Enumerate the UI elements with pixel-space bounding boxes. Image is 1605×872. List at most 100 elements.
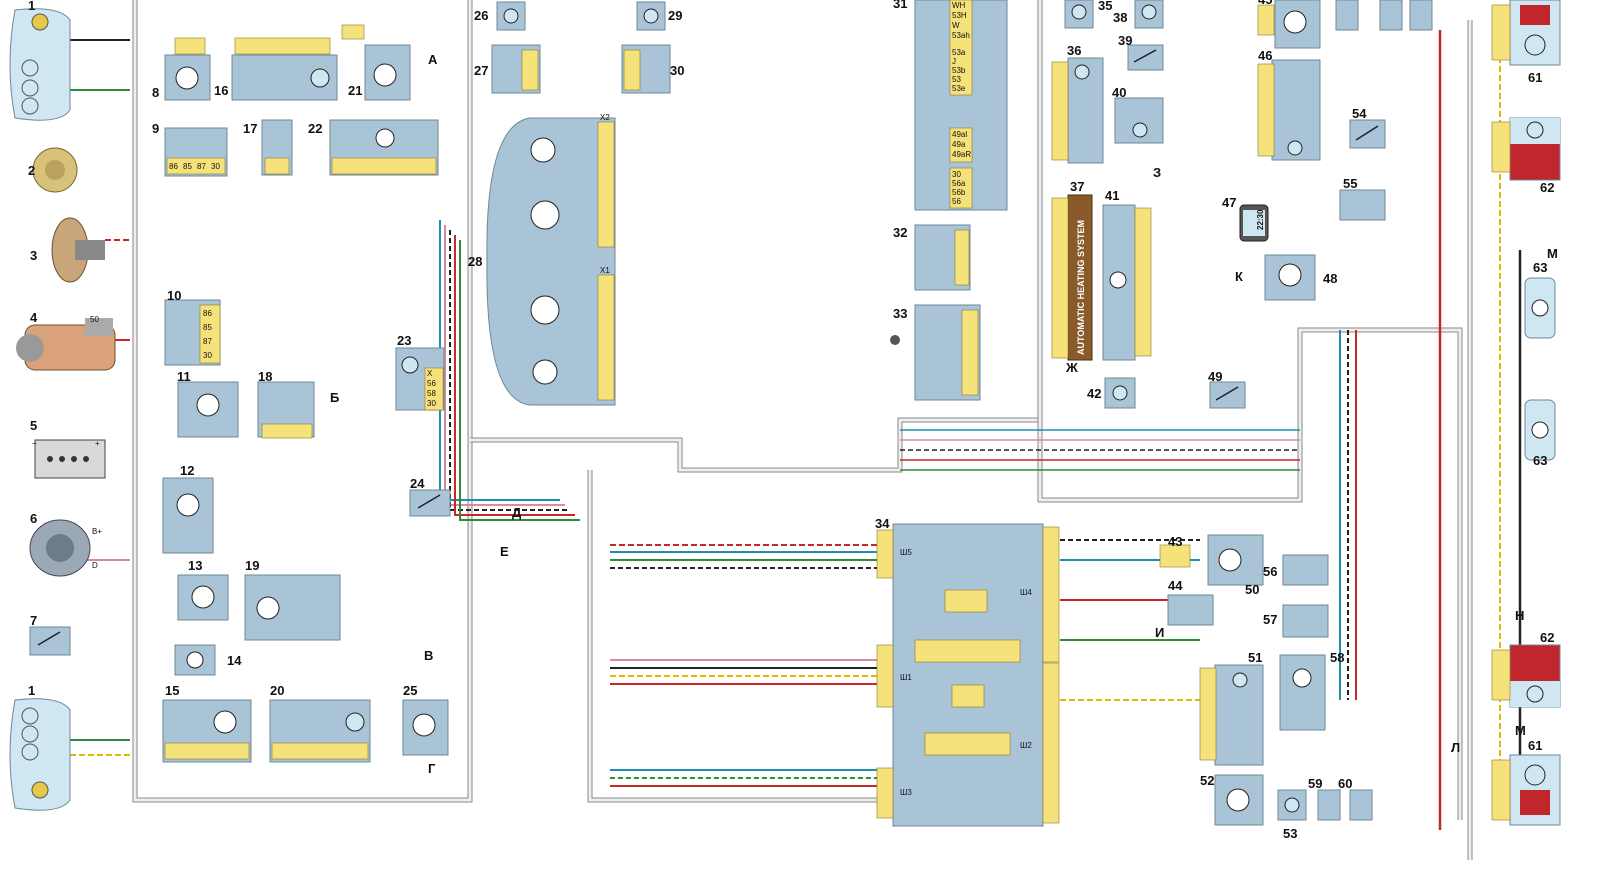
- component-16[interactable]: [231, 37, 338, 101]
- lamp-63-bottom[interactable]: [1524, 399, 1556, 461]
- component-14[interactable]: [174, 644, 216, 676]
- generator-icon[interactable]: B+ D: [29, 519, 102, 577]
- component-60-top[interactable]: [1409, 0, 1433, 31]
- cluster-plug-x2: X2: [600, 113, 610, 122]
- component-59-top[interactable]: [1379, 0, 1403, 31]
- connector-b: Б: [330, 390, 339, 405]
- component-38[interactable]: [1134, 0, 1164, 29]
- component-22[interactable]: [329, 119, 439, 176]
- component-35[interactable]: [1064, 0, 1094, 29]
- controller-34[interactable]: Ш5 Ш1 Ш3 Ш4 Ш2: [876, 523, 1060, 827]
- switch-49[interactable]: [1209, 381, 1246, 409]
- component-43[interactable]: [1159, 544, 1191, 568]
- connector-letters: А Б В Г Д Е Ж З И К Л М М Н: [330, 52, 1558, 776]
- component-11[interactable]: [177, 381, 239, 438]
- lamp-63-top[interactable]: [1524, 277, 1556, 339]
- label-2: 2: [28, 163, 35, 178]
- component-50[interactable]: [1207, 534, 1264, 586]
- label-6: 6: [30, 511, 37, 526]
- sw31-pin-30: 30: [952, 170, 961, 179]
- component-15[interactable]: [162, 699, 252, 763]
- component-19[interactable]: [244, 574, 341, 641]
- sw31-pin-49a: 49a: [952, 140, 966, 149]
- label-11: 11: [177, 369, 191, 384]
- component-45[interactable]: [1257, 0, 1321, 49]
- label-32: 32: [893, 225, 907, 240]
- label-29: 29: [668, 8, 682, 23]
- component-25[interactable]: [402, 699, 449, 756]
- component-29[interactable]: [636, 1, 666, 31]
- ignition-switch-33[interactable]: [890, 304, 981, 401]
- headlight-left-top[interactable]: [9, 8, 71, 121]
- headlight-left-bottom[interactable]: [9, 698, 71, 811]
- component-27[interactable]: [491, 44, 541, 94]
- component-18[interactable]: [257, 381, 315, 439]
- component-17[interactable]: [261, 119, 293, 176]
- clock-time: 22:30: [1256, 209, 1265, 230]
- label-58: 58: [1330, 650, 1344, 665]
- label-3: 3: [30, 248, 37, 263]
- switch-54[interactable]: [1349, 119, 1386, 149]
- sw31-pin-56a: 56a: [952, 179, 966, 188]
- taillight-61-top[interactable]: [1491, 0, 1561, 66]
- taillight-62-top[interactable]: [1491, 117, 1561, 181]
- component-21[interactable]: [341, 24, 411, 101]
- relay-46[interactable]: [1257, 59, 1321, 161]
- sound-signal-icon[interactable]: [51, 217, 105, 283]
- component-36[interactable]: [1051, 57, 1104, 164]
- relay-51[interactable]: [1199, 664, 1264, 766]
- sw31-pin-53b: 53b: [952, 66, 966, 75]
- component-41[interactable]: [1102, 204, 1152, 361]
- component-56[interactable]: [1282, 554, 1329, 586]
- component-12[interactable]: [162, 477, 214, 554]
- component-55[interactable]: [1339, 189, 1386, 221]
- label-37: 37: [1070, 179, 1084, 194]
- sw31-pin-53a: 53a: [952, 48, 966, 57]
- starter-motor-icon[interactable]: 50: [16, 315, 116, 371]
- component-32[interactable]: [914, 224, 971, 291]
- component-30[interactable]: [621, 44, 671, 94]
- relay9-pin-85: 85: [183, 162, 192, 171]
- generator-pin-b: B+: [92, 527, 102, 536]
- label-43: 43: [1168, 534, 1182, 549]
- label-24: 24: [410, 476, 425, 491]
- component-57[interactable]: [1282, 604, 1329, 638]
- component-42[interactable]: [1104, 377, 1136, 409]
- label-4: 4: [30, 310, 38, 325]
- component-52[interactable]: [1214, 774, 1264, 826]
- sw31-pin-53: 53: [952, 75, 961, 84]
- component-58[interactable]: [1279, 654, 1326, 731]
- steering-switch-31[interactable]: WH 53H W 53ah 53a J 53b 53 53e 49al 49a …: [914, 0, 1008, 211]
- component-53[interactable]: [1277, 789, 1307, 821]
- component-50-top[interactable]: [1335, 0, 1359, 31]
- label-13: 13: [188, 558, 202, 573]
- heating-control-37[interactable]: AUTOMATIC HEATING SYSTEM: [1051, 194, 1093, 361]
- relay-10[interactable]: 86 85 87 30: [164, 299, 221, 366]
- component-26[interactable]: [496, 1, 526, 31]
- clock-47[interactable]: 22:30: [1239, 204, 1269, 242]
- component-40[interactable]: [1114, 97, 1164, 144]
- component-13[interactable]: [177, 574, 229, 621]
- label-35: 35: [1098, 0, 1112, 13]
- label-16: 16: [214, 83, 228, 98]
- svg-text:+: +: [95, 439, 100, 448]
- relay9-pin-86: 86: [169, 162, 178, 171]
- component-8[interactable]: [164, 37, 211, 101]
- component-44[interactable]: [1167, 594, 1214, 626]
- instrument-cluster-28[interactable]: X2 X1: [486, 113, 616, 406]
- relay10-pin-87: 87: [203, 337, 212, 346]
- component-48[interactable]: [1264, 254, 1316, 301]
- taillight-62-bottom[interactable]: [1491, 644, 1561, 708]
- switch-7[interactable]: [29, 626, 71, 656]
- switch-24[interactable]: [409, 489, 451, 517]
- component-20[interactable]: [269, 699, 371, 763]
- switch-60[interactable]: [1349, 789, 1373, 821]
- taillight-61-bottom[interactable]: [1491, 754, 1561, 826]
- component-23[interactable]: X 56 58 30: [395, 347, 445, 411]
- relay-9[interactable]: 86 85 87 30: [164, 127, 228, 177]
- battery-icon[interactable]: −+: [32, 439, 106, 479]
- switch-39[interactable]: [1127, 44, 1164, 71]
- horn-icon[interactable]: [32, 147, 78, 193]
- switch-59[interactable]: [1317, 789, 1341, 821]
